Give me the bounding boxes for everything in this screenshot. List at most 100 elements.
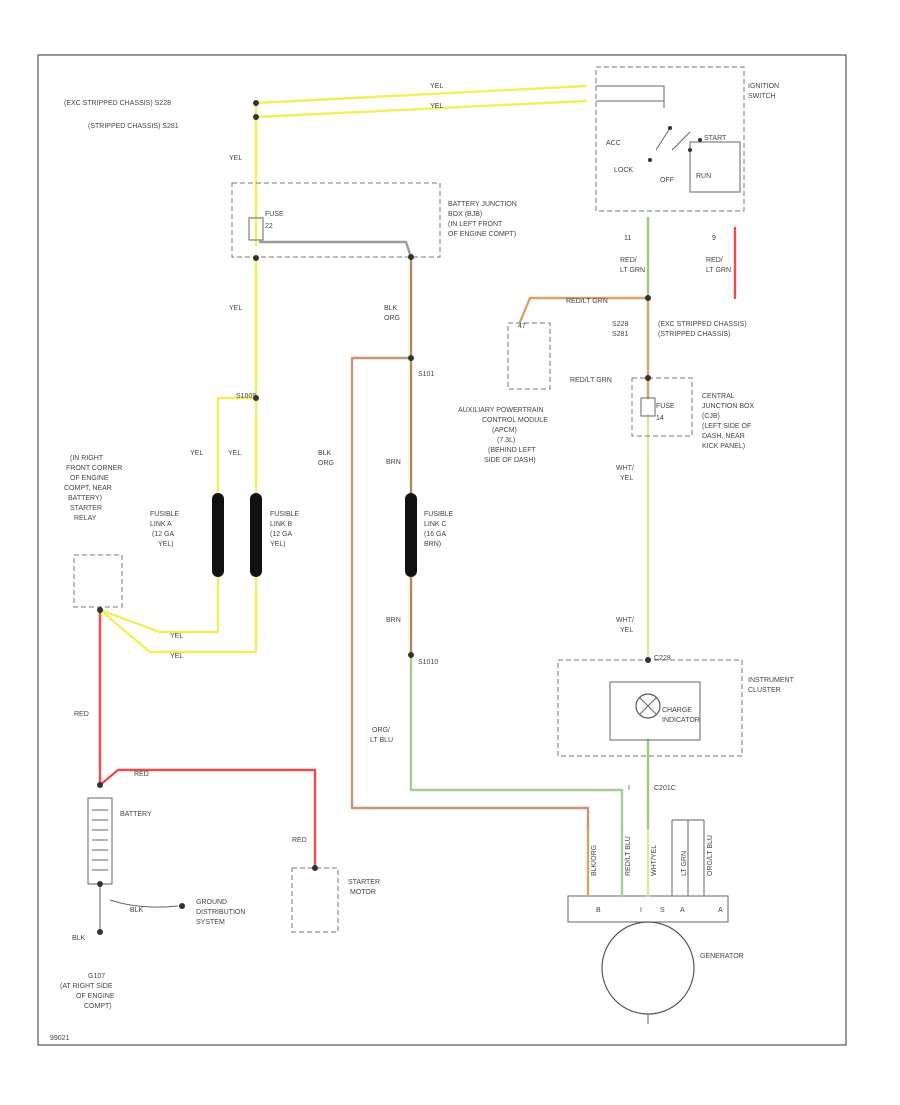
yel-label-4: YEL <box>229 305 242 312</box>
yel-wire-link-b-out <box>98 576 258 654</box>
fusible-b-line: LINK B <box>270 521 293 528</box>
switch-start-label: START <box>704 135 727 142</box>
gen-wire-label: RED/LT BLU <box>625 836 632 876</box>
pcm-label-line: AUXILIARY POWERTRAIN <box>458 407 544 414</box>
starter-label-line: MOTOR <box>350 889 376 896</box>
generator-body <box>601 921 695 1015</box>
cjb-label-line: CENTRAL <box>702 393 735 400</box>
gen-wire-label: WHT/YEL <box>651 845 658 876</box>
brn-label-2: BRN <box>386 617 401 624</box>
fuse-22-symbol <box>248 217 264 241</box>
splice-mid-2-label: S281 <box>612 331 628 338</box>
g107-line: OF ENGINE <box>76 993 115 1000</box>
relay-label-line: BATTERY) <box>68 495 102 502</box>
org-lt-blu-label-a: ORG/ <box>372 727 390 734</box>
c201-label: C201C <box>654 785 676 792</box>
switch-acc-label: ACC <box>606 140 621 147</box>
fusible-c-line: LINK C <box>424 521 447 528</box>
pcm-label-line: CONTROL MODULE <box>482 417 548 424</box>
bjb-gray-dot <box>408 254 414 260</box>
starter-relay-box <box>73 554 123 608</box>
diagram-frame <box>37 54 847 1046</box>
cjb-in-dot <box>645 375 651 381</box>
ground-dist-label: GROUND DISTRIBUTION SYSTEM <box>196 899 245 926</box>
ignition-switch-contacts <box>655 127 691 151</box>
fusible-link-c-label: FUSIBLE LINK C (16 GA BRN) <box>424 511 454 548</box>
red-lt-grn-wire-pcm <box>518 296 650 324</box>
s101-label: S101 <box>418 371 434 378</box>
yel-label-5: YEL <box>190 450 203 457</box>
yel-wire-top-2 <box>254 99 588 119</box>
bjb-box <box>231 182 441 258</box>
yel-label-6: YEL <box>228 450 241 457</box>
charge-label-line: INDICATOR <box>662 717 700 724</box>
ignition-label-line: SWITCH <box>748 93 776 100</box>
battery-label: BATTERY <box>120 811 152 818</box>
cluster-label-line: INSTRUMENT <box>748 677 795 684</box>
fusible-c-line: (16 GA <box>424 531 447 538</box>
relay-label-line: COMPT, NEAR <box>64 485 112 492</box>
starter-motor-label: STARTER MOTOR <box>348 879 380 896</box>
generator-label: GENERATOR <box>700 953 744 960</box>
switch-contact-dot <box>698 138 702 142</box>
splice-top-2-label: (STRIPPED CHASSIS) S281 <box>88 123 179 130</box>
fuse-14-symbol <box>640 397 656 417</box>
yel-label-3: YEL <box>229 155 242 162</box>
bjb-label-line: OF ENGINE COMPT) <box>448 231 516 238</box>
figure-code: 99021 <box>50 1035 70 1042</box>
splice-mid-desc-1: (EXC STRIPPED CHASSIS) <box>658 321 747 328</box>
ground-dist-line: DISTRIBUTION <box>196 909 245 916</box>
charge-label-line: CHARGE <box>662 707 692 714</box>
yel-wire-top-1 <box>254 84 588 105</box>
red-label-2: RED <box>134 771 149 778</box>
red-lt-grn-inline-1: RED/LT GRN <box>566 298 608 305</box>
blk-org-wire <box>350 356 590 832</box>
blk-org-label-2b: ORG <box>318 460 334 467</box>
ignition-switch-bus <box>596 85 665 108</box>
bjb-label-line: BATTERY JUNCTION <box>448 201 517 208</box>
bjb-out-dot <box>253 255 259 261</box>
pcm-label-line: (7.3L) <box>497 437 515 444</box>
fusible-c-line: BRN) <box>424 541 441 548</box>
fuse-14-label-line1: FUSE <box>656 403 675 410</box>
gen-wire-label: BLK/ORG <box>591 845 598 876</box>
g107-label: G107 (AT RIGHT SIDE OF ENGINE COMPT) <box>60 973 115 1010</box>
yel-label-8: YEL <box>170 653 183 660</box>
yel-label-1: YEL <box>430 83 443 90</box>
relay-label-line: STARTER <box>70 505 102 512</box>
ignition-switch-box <box>595 66 745 212</box>
ignition-switch-label: IGNITION SWITCH <box>748 83 779 100</box>
ground-dist-wire <box>109 899 179 908</box>
yel-label-2: YEL <box>430 103 443 110</box>
fusible-b-line: FUSIBLE <box>270 511 300 518</box>
cjb-label-line: KICK PANEL) <box>702 443 745 450</box>
splice-s281-dot <box>253 114 259 120</box>
cluster-in-dot <box>645 657 651 663</box>
ignition-label-line: IGNITION <box>748 83 779 90</box>
ground-g107-dot <box>97 929 103 935</box>
red-lt-grn-label-2b: LT GRN <box>706 267 731 274</box>
pcm-label-line: SIDE OF DASH) <box>484 457 536 464</box>
cjb-label: CENTRAL JUNCTION BOX (CJB) (LEFT SIDE OF… <box>702 393 754 450</box>
gen-terminal-a: A <box>718 907 723 914</box>
battery-cells <box>92 809 108 871</box>
splice-s1009-dot <box>253 395 259 401</box>
switch-lock-label: LOCK <box>614 167 633 174</box>
splice-mid-1-label: S228 <box>612 321 628 328</box>
org-lt-blu-label-b: LT BLU <box>370 737 393 744</box>
gen-pin-b: B <box>596 907 601 914</box>
blk-org-label-1a: BLK <box>384 305 398 312</box>
splice-mid-dot <box>645 295 651 301</box>
g107-line: G107 <box>88 973 105 980</box>
switch-pin-left: 11 <box>624 235 631 242</box>
starter-motor-box <box>291 867 339 933</box>
generator-terminal-i-label: I <box>628 785 630 792</box>
switch-pin-right: 9 <box>712 235 716 242</box>
red-lt-grn-label-2a: RED/ <box>706 257 723 264</box>
cluster-label: INSTRUMENT CLUSTER <box>748 677 795 694</box>
switch-run-label: RUN <box>696 173 711 180</box>
red-label-3: RED <box>292 837 307 844</box>
cjb-label-line: (CJB) <box>702 413 720 420</box>
